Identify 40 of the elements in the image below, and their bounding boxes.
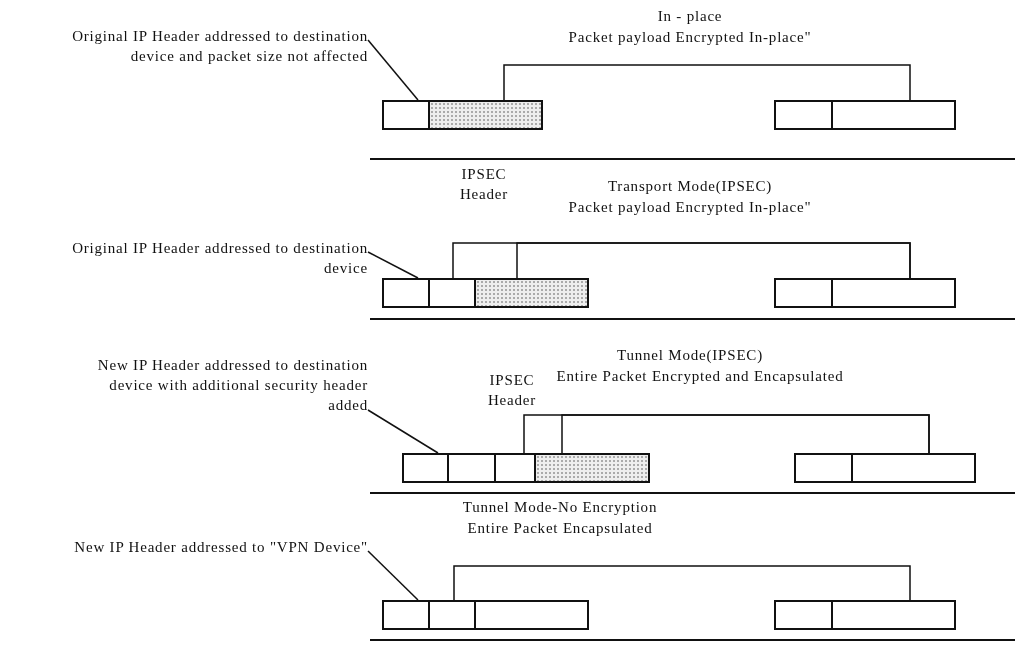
callout-text: New IP Header addressed to "VPN Device" bbox=[68, 537, 368, 557]
packet-field bbox=[402, 453, 449, 483]
section-heading: Tunnel Mode-No Encryption bbox=[462, 498, 658, 517]
packet-field bbox=[794, 453, 853, 483]
section-heading: Entire Packet Encapsulated bbox=[467, 519, 653, 538]
packet-field bbox=[494, 453, 536, 483]
packet-field bbox=[428, 278, 476, 308]
leader-line bbox=[367, 251, 419, 279]
packet-field bbox=[474, 600, 589, 630]
leader-line bbox=[367, 550, 419, 601]
leader-line bbox=[367, 39, 419, 101]
packet-field bbox=[831, 278, 956, 308]
section-heading: In - place bbox=[657, 7, 723, 26]
section-heading: Transport Mode(IPSEC) bbox=[607, 177, 773, 196]
packet-field bbox=[447, 453, 496, 483]
packet-field bbox=[774, 100, 833, 130]
section-heading: Packet payload Encrypted In-place" bbox=[568, 198, 812, 217]
packet-field bbox=[382, 100, 430, 130]
field-label: IPSEC Header bbox=[458, 165, 510, 204]
packet-field bbox=[851, 453, 976, 483]
packet-field bbox=[831, 100, 956, 130]
callout-text: Original IP Header addressed to destination device bbox=[68, 238, 368, 278]
bracket-connector bbox=[453, 565, 911, 601]
leader-line bbox=[367, 409, 439, 454]
packet-field bbox=[774, 278, 833, 308]
packet-field bbox=[382, 278, 430, 308]
section-heading: Tunnel Mode(IPSEC) bbox=[617, 346, 763, 365]
packet-field bbox=[831, 600, 956, 630]
section-heading: Entire Packet Encrypted and Encapsulated bbox=[556, 367, 844, 386]
callout-text: New IP Header addressed to destination device with additional security header added bbox=[68, 355, 368, 415]
bracket-connector bbox=[503, 64, 911, 101]
shaded-packet-field bbox=[428, 100, 543, 130]
packet-field bbox=[428, 600, 476, 630]
packet-field bbox=[382, 600, 430, 630]
section-heading: Packet payload Encrypted In-place" bbox=[568, 28, 812, 47]
field-label: IPSEC Header bbox=[486, 371, 538, 410]
shaded-packet-field bbox=[474, 278, 589, 308]
callout-text: Original IP Header addressed to destination device and packet size not affected bbox=[68, 26, 368, 66]
shaded-packet-field bbox=[534, 453, 650, 483]
packet-field bbox=[774, 600, 833, 630]
